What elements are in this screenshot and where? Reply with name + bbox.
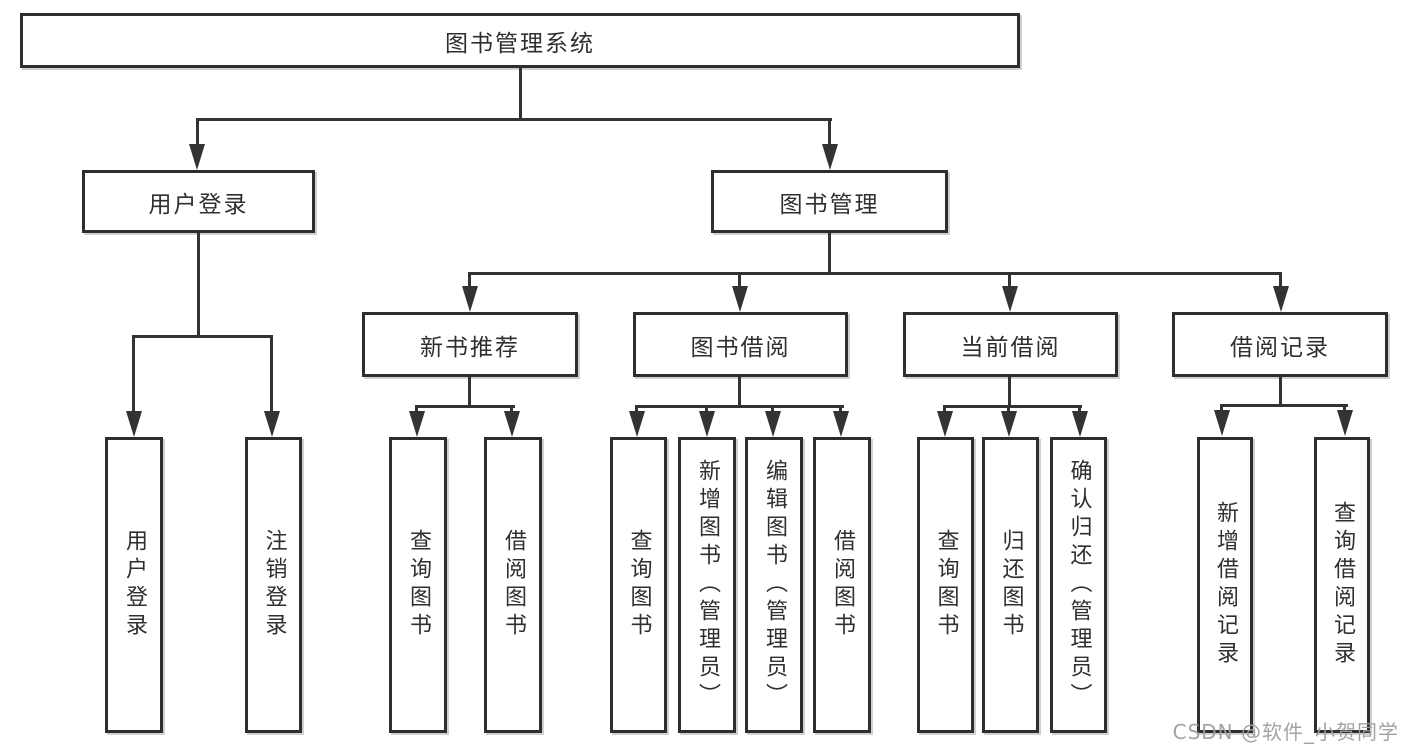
connector-line: [510, 406, 513, 414]
connector-line: [943, 405, 1082, 408]
arrow-down-icon: [189, 144, 205, 170]
node-borrowing-records: 借阅记录: [1172, 312, 1388, 377]
connector-line: [1220, 404, 1348, 407]
leaf-query-books-current: 查询图书: [917, 437, 974, 733]
leaf-query-borrow-record: 查询借阅记录: [1314, 437, 1370, 733]
connector-line: [415, 406, 418, 414]
connector-line: [1220, 405, 1223, 412]
connector-line: [738, 377, 741, 407]
node-user-login-branch: 用户登录: [82, 170, 315, 233]
connector-line: [738, 274, 741, 288]
leaf-query-books-recommend: 查询图书: [389, 437, 447, 733]
leaf-logout: 注销登录: [245, 437, 302, 733]
node-label: 借阅记录: [1230, 334, 1330, 361]
arrow-down-icon: [1273, 286, 1289, 312]
arrow-down-icon: [1002, 286, 1018, 312]
node-current-borrowing: 当前借阅: [903, 312, 1118, 377]
csdn-watermark: CSDN @软件_小贺同学: [1172, 720, 1399, 744]
leaf-label: 新增图书（管理员）: [695, 459, 720, 711]
node-library-management-system: 图书管理系统: [20, 13, 1020, 68]
arrow-down-icon: [462, 286, 478, 312]
node-label: 新书推荐: [420, 334, 520, 361]
node-label: 图书借阅: [690, 334, 791, 361]
connector-line: [771, 406, 774, 414]
arrow-down-icon: [1001, 411, 1017, 437]
connector-line: [1343, 405, 1346, 412]
node-label: 当前借阅: [960, 334, 1061, 361]
node-new-book-recommend: 新书推荐: [362, 312, 578, 377]
leaf-label: 新增借阅记录: [1213, 501, 1238, 669]
leaf-label: 查询图书: [933, 529, 959, 641]
connector-line: [270, 337, 273, 411]
connector-line: [468, 272, 1282, 275]
leaf-label: 查询图书: [626, 529, 652, 641]
leaf-label: 用户登录: [122, 529, 147, 641]
connector-line: [196, 120, 199, 148]
node-label: 图书管理系统: [445, 30, 595, 57]
connector-line: [132, 337, 135, 411]
arrow-down-icon: [1214, 410, 1230, 436]
arrow-down-icon: [765, 411, 781, 437]
connector-line: [839, 406, 842, 414]
connector-line: [197, 233, 200, 337]
arrow-down-icon: [1337, 410, 1353, 436]
leaf-edit-book-admin: 编辑图书（管理员）: [745, 437, 803, 733]
leaf-label: 查询图书: [406, 529, 431, 641]
leaf-add-book-admin: 新增图书（管理员）: [678, 437, 736, 733]
leaf-query-books-borrowing: 查询图书: [610, 437, 667, 733]
connector-line: [635, 406, 638, 414]
arrow-down-icon: [264, 411, 280, 437]
arrow-down-icon: [833, 411, 849, 437]
connector-line: [196, 118, 832, 121]
leaf-add-borrow-record: 新增借阅记录: [1197, 437, 1253, 733]
arrow-down-icon: [629, 411, 645, 437]
leaf-label: 借阅图书: [501, 529, 526, 641]
leaf-borrow-books: 借阅图书: [813, 437, 871, 733]
connector-line: [1279, 274, 1282, 288]
leaf-label: 注销登录: [261, 529, 287, 641]
connector-line: [1008, 274, 1011, 288]
arrow-down-icon: [126, 411, 142, 437]
arrow-down-icon: [822, 144, 838, 170]
connector-line: [468, 274, 471, 288]
leaf-label: 确认归还（管理员）: [1066, 459, 1092, 711]
leaf-label: 查询借阅记录: [1330, 501, 1355, 669]
connector-line: [1007, 406, 1010, 414]
connector-line: [1078, 406, 1081, 414]
arrow-down-icon: [1072, 411, 1088, 437]
arrow-down-icon: [732, 286, 748, 312]
connector-line: [1279, 377, 1282, 406]
arrow-down-icon: [504, 411, 520, 437]
connector-line: [705, 406, 708, 414]
node-label: 图书管理: [779, 191, 880, 218]
arrow-down-icon: [409, 411, 425, 437]
node-label: 用户登录: [148, 191, 249, 218]
connector-line: [828, 120, 831, 148]
arrow-down-icon: [937, 411, 953, 437]
connector-line: [828, 233, 831, 275]
connector-line: [132, 335, 273, 338]
leaf-label: 归还图书: [998, 529, 1024, 641]
leaf-user-login: 用户登录: [105, 437, 163, 733]
connector-line: [635, 405, 844, 408]
arrow-down-icon: [699, 411, 715, 437]
connector-line: [415, 405, 515, 408]
node-book-borrowing: 图书借阅: [633, 312, 848, 377]
leaf-label: 编辑图书（管理员）: [762, 459, 787, 711]
leaf-return-books: 归还图书: [982, 437, 1039, 733]
connector-line: [468, 377, 471, 407]
node-book-management-branch: 图书管理: [711, 170, 948, 233]
connector-line: [1008, 377, 1011, 407]
connector-line: [519, 68, 522, 120]
leaf-borrow-books-recommend: 借阅图书: [484, 437, 542, 733]
leaf-label: 借阅图书: [830, 529, 855, 641]
connector-line: [943, 406, 946, 414]
leaf-confirm-return-admin: 确认归还（管理员）: [1050, 437, 1107, 733]
